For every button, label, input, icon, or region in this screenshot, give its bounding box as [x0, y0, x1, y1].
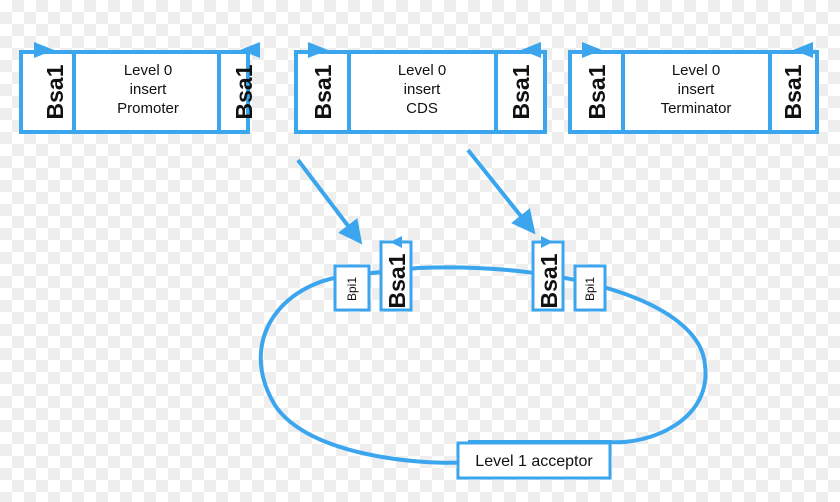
- level1-acceptor: Level 1 acceptor: [456, 441, 612, 480]
- overhang-arrow-left-icon: [390, 236, 402, 248]
- module-frame: [19, 50, 250, 134]
- bsa-site-plasmid-left: Bsa1: [379, 236, 413, 312]
- insert-line-3: Promoter: [117, 100, 179, 117]
- insert-line-1: Level 0: [124, 62, 172, 79]
- module-frame: [568, 50, 819, 134]
- insert-line-3: Terminator: [661, 100, 732, 117]
- insertion-arrow-2: [466, 148, 536, 235]
- plasmid-backbone: [258, 265, 708, 465]
- bsa-site-right-label: Bsa1: [508, 64, 534, 119]
- bsa-site-left-label: Bsa1: [310, 64, 336, 119]
- site-box: [379, 240, 413, 312]
- site-box: [573, 264, 607, 312]
- insert-line-3: CDS: [406, 100, 438, 117]
- level0-module-cds: Bsa1 Bsa1 Level 0 insert CDS: [294, 42, 547, 134]
- bpi-site-left: Bpi1: [333, 264, 371, 312]
- overhang-arrow-left-icon: [793, 42, 813, 58]
- bsa-site-left-label: Bsa1: [42, 64, 68, 119]
- insert-line-2: insert: [678, 81, 716, 98]
- overhang-arrow-right-icon: [34, 42, 54, 58]
- insert-line-1: Level 0: [672, 62, 720, 79]
- acceptor-label: Level 1 acceptor: [475, 453, 593, 470]
- bsa-site-right-label: Bsa1: [780, 64, 806, 119]
- insertion-arrow-1: [296, 158, 363, 245]
- overhang-arrow-left-icon: [240, 42, 260, 58]
- bsa-site-plasmid-right: Bsa1: [531, 236, 565, 312]
- bsa-site-plasmid-right-label: Bsa1: [536, 253, 562, 308]
- bpi-site-left-label: Bpi1: [345, 277, 359, 301]
- level0-module-promoter: Bsa1 Bsa1 Level 0 insert Promoter: [19, 42, 260, 134]
- insert-line-2: insert: [404, 81, 442, 98]
- insert-line-2: insert: [130, 81, 168, 98]
- level0-module-terminator: Bsa1 Bsa1 Level 0 insert Terminator: [568, 42, 819, 134]
- bsa-site-right-label: Bsa1: [231, 64, 257, 119]
- overhang-arrow-left-icon: [521, 42, 541, 58]
- bsa-site-left-label: Bsa1: [584, 64, 610, 119]
- bpi-site-right: Bpi1: [573, 264, 607, 312]
- acceptor-box: [456, 441, 612, 480]
- bsa-site-plasmid-left-label: Bsa1: [384, 253, 410, 308]
- site-box: [333, 264, 371, 312]
- overhang-arrow-right-icon: [541, 236, 553, 248]
- insert-line-1: Level 0: [398, 62, 446, 79]
- overhang-arrow-right-icon: [582, 42, 602, 58]
- overhang-arrow-right-icon: [308, 42, 328, 58]
- bpi-site-right-label: Bpi1: [583, 277, 597, 301]
- module-frame: [294, 50, 547, 134]
